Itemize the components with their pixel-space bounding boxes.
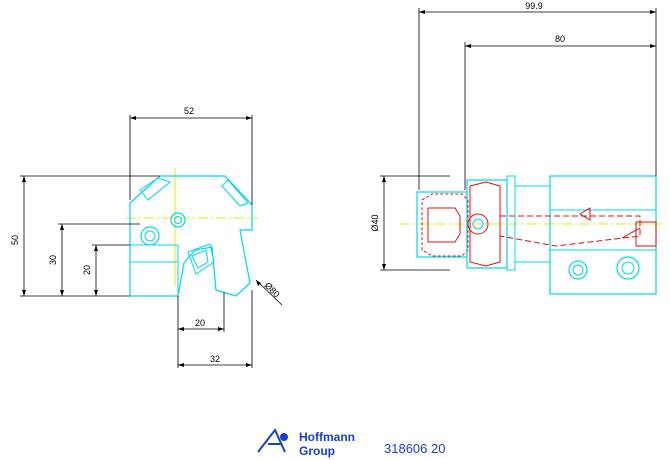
shank-hidden-outline <box>421 193 469 257</box>
head-screw-icon <box>616 256 640 280</box>
collar-ring <box>506 175 516 271</box>
head-screw-inner <box>621 261 635 275</box>
head-screw-icon <box>568 260 588 280</box>
insert-seat <box>635 221 657 247</box>
coolant-channel <box>499 215 641 247</box>
head-screw-inner <box>572 264 584 276</box>
front-chamfer <box>139 177 172 201</box>
front-dimensions <box>20 115 283 368</box>
dim-front-low-height: 20 <box>82 265 92 275</box>
brand-logo: Hoffmann Group <box>257 428 355 458</box>
dim-front-bottom-small: 20 <box>195 318 205 328</box>
part-number: 318606 20 <box>384 441 445 456</box>
shank-bore <box>427 207 461 243</box>
front-view <box>126 168 258 297</box>
dim-front-mid-height: 30 <box>48 255 58 265</box>
dim-side-body-length: 80 <box>555 34 565 44</box>
front-body-outline <box>129 175 253 297</box>
flange-screw-icon <box>467 213 489 235</box>
coolant-hole-inner <box>174 216 182 224</box>
insert-pocket-inner <box>191 249 209 269</box>
clamp-screw-inner <box>144 230 156 242</box>
flange-hidden <box>469 181 501 267</box>
coolant-hole-icon <box>170 212 186 228</box>
dim-side-diameter: Ø40 <box>370 214 380 231</box>
insert-seat-line <box>621 227 641 239</box>
dim-front-width: 52 <box>184 106 194 116</box>
logo-line-1: Hoffmann <box>299 430 355 444</box>
logo-line-2: Group <box>299 444 335 458</box>
flange-screw-inner <box>472 218 484 230</box>
insert-pocket <box>187 243 215 275</box>
clamp-screw-icon <box>140 226 160 246</box>
side-view <box>400 175 662 295</box>
dim-front-height: 50 <box>10 235 20 245</box>
side-dimensions <box>380 8 657 271</box>
side-dim-arrows <box>382 10 656 270</box>
front-chamfer <box>221 179 249 207</box>
dim-front-diameter: Ø80 <box>263 280 282 299</box>
channel-plug <box>579 207 591 221</box>
hoffmann-figure-icon <box>257 428 288 453</box>
front-dim-arrows <box>22 116 261 367</box>
dim-front-bottom-large: 32 <box>210 354 220 364</box>
dim-side-total-length: 99.9 <box>525 1 543 11</box>
